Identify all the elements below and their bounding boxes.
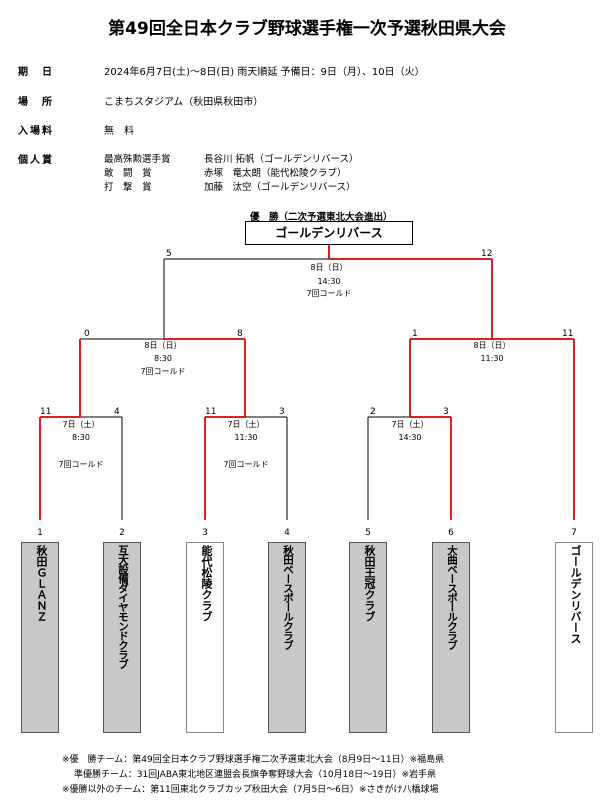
footnote: ※優勝以外のチーム：第11回東北クラブカップ秋田大会（7月5日～6日）※さきがけ… — [62, 785, 439, 795]
venue-label: 場 所 — [18, 97, 54, 108]
page-title: 第49回全日本クラブ野球選手権一次予選秋田県大会 — [108, 19, 506, 39]
r1b-time: 11:30 — [234, 433, 257, 442]
r1a-time: 8:30 — [72, 433, 90, 442]
r1c-right-score: 3 — [443, 407, 449, 417]
award-winner: 長谷川 拓帆（ゴールデンリバース） — [204, 154, 359, 165]
seed-number: 3 — [202, 528, 208, 538]
semi-left-right-score: 8 — [237, 329, 243, 339]
semi-right-time: 11:30 — [480, 354, 503, 363]
fee-label: 入場料 — [18, 126, 54, 137]
semi-left-left-score: 0 — [84, 329, 90, 339]
r1c-left-score: 2 — [370, 407, 376, 417]
r1b-note: 7回コールド — [223, 460, 268, 469]
award-title: 敢 闘 賞 — [104, 168, 152, 179]
r1c-date: 7日（土） — [391, 419, 428, 429]
venue-value: こまちスタジアム（秋田県秋田市） — [104, 97, 264, 108]
award-winner: 赤塚 竜太朗（能代松陵クラブ） — [204, 168, 347, 179]
seed-number: 5 — [365, 528, 371, 538]
bracket-lines — [39, 245, 575, 520]
team-box-1: 秋田ＧＬＡＮＺ — [21, 542, 59, 733]
date-label: 期 日 — [18, 67, 54, 78]
team-name: ゴールデンリバース — [569, 545, 582, 644]
r1c-time: 14:30 — [398, 433, 421, 442]
footnote: 準優勝チーム：31回JABA東北地区連盟会長旗争奪野球大会（10月18日～19日… — [74, 770, 437, 780]
final-note: 7回コールド — [306, 289, 351, 298]
award-title: 打 撃 賞 — [104, 182, 152, 193]
award-winner: 加藤 汰空（ゴールデンリバース） — [204, 182, 356, 193]
seed-number: 1 — [37, 528, 43, 538]
semi-right-left-score: 1 — [412, 329, 418, 339]
final-right-score: 12 — [481, 249, 492, 259]
final-date: 8日（日） — [310, 263, 347, 272]
team-name: 秋田ＧＬＡＮＺ — [35, 545, 48, 622]
r1a-date: 7日（土） — [62, 419, 99, 429]
team-box-6: 大曲ベースボールクラブ — [432, 542, 470, 733]
r1a-right-score: 4 — [114, 407, 120, 417]
r1a-note: 7回コールド — [58, 460, 103, 469]
team-name: 互大設備ダイヤモンドクラブ — [117, 545, 129, 669]
semi-right-right-score: 11 — [562, 329, 573, 339]
team-box-2: 互大設備ダイヤモンドクラブ — [103, 542, 141, 733]
final-left-score: 5 — [166, 249, 172, 259]
r1b-left-score: 11 — [205, 407, 216, 417]
r1b-date: 7日（土） — [227, 419, 264, 429]
team-name: 大曲ベースボールクラブ — [446, 545, 458, 650]
team-box-4: 秋田ベースボールクラブ — [268, 542, 306, 733]
seed-number: 2 — [119, 528, 125, 538]
semi-left-date: 8日（日） — [144, 341, 181, 350]
team-box-3: 能代松陵クラブ — [186, 542, 224, 733]
footnote: ※優 勝チーム：第49回全日本クラブ野球選手権二次予選東北大会（8月9日～11日… — [62, 755, 445, 765]
team-box-5: 秋田王冠クラブ — [349, 542, 387, 733]
champion-label: 優 勝（二次予選東北大会進出） — [250, 212, 393, 223]
team-name: 秋田王冠クラブ — [363, 545, 376, 622]
team-box-7: ゴールデンリバース — [555, 542, 593, 733]
seed-number: 7 — [571, 528, 577, 538]
seed-number: 4 — [284, 528, 290, 538]
fee-value: 無 料 — [104, 126, 134, 137]
team-name: 秋田ベースボールクラブ — [282, 545, 294, 650]
date-value: 2024年6月7日(土)～8日(日) 雨天順延 予備日：9日（月）、10日（火） — [104, 67, 425, 78]
r1b-right-score: 3 — [279, 407, 285, 417]
awards-label: 個人賞 — [18, 155, 54, 166]
final-time: 14:30 — [317, 277, 340, 286]
team-name: 能代松陵クラブ — [200, 545, 213, 622]
semi-left-note: 7回コールド — [140, 367, 185, 376]
semi-right-date: 8日（日） — [473, 341, 510, 350]
r1a-left-score: 11 — [40, 407, 51, 417]
champion-box: ゴールデンリバース — [245, 221, 413, 245]
award-title: 最高殊勲選手賞 — [104, 154, 171, 165]
semi-left-time: 8:30 — [154, 354, 172, 363]
seed-number: 6 — [448, 528, 454, 538]
